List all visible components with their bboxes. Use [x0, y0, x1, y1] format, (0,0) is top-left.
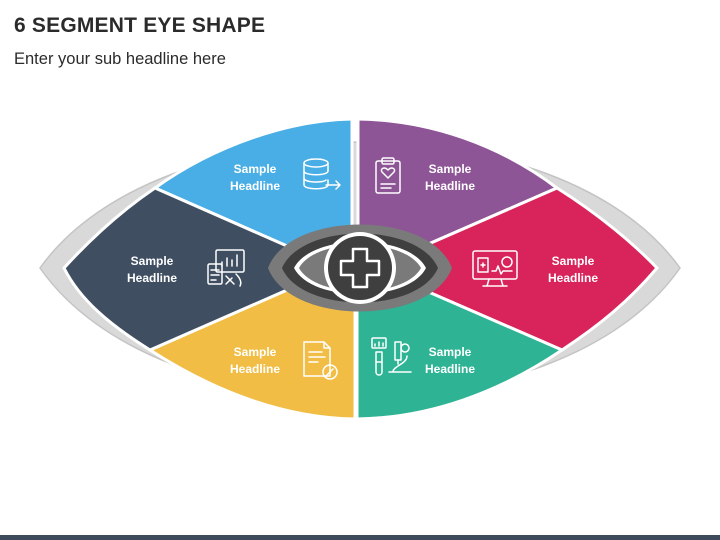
- eye-medical-cross-icon: [339, 247, 381, 289]
- segment-bottom-left-label-line1: Sample: [234, 345, 277, 359]
- segment-left-label-line2: Headline: [127, 271, 177, 285]
- microscope-lab-icon: [371, 337, 412, 376]
- segment-bottom-right-label-line1: Sample: [429, 345, 472, 359]
- bottom-bar: [0, 535, 720, 540]
- monitor-medical-icon: [472, 250, 518, 287]
- segment-bottom-right[interactable]: [355, 288, 566, 421]
- segment-right-label-line1: Sample: [552, 254, 595, 268]
- database-export-icon: [303, 158, 341, 190]
- segment-bottom-left-label-line2: Headline: [230, 362, 280, 376]
- segment-right[interactable]: [422, 186, 660, 352]
- analytics-report-icon: [207, 249, 245, 287]
- center-eye: [268, 224, 452, 312]
- document-edit-icon: [303, 341, 338, 380]
- segment-top-left-label-line1: Sample: [234, 162, 277, 176]
- page-title: 6 SEGMENT EYE SHAPE: [14, 14, 266, 37]
- segment-top-left[interactable]: [151, 117, 354, 248]
- segment-top-left-label-line2: Headline: [230, 179, 280, 193]
- page-subtitle: Enter your sub headline here: [14, 50, 226, 68]
- segment-top-right-label-line1: Sample: [429, 162, 472, 176]
- clipboard-heart-icon: [375, 157, 401, 194]
- segment-bottom-right-label-line2: Headline: [425, 362, 475, 376]
- segment-left[interactable]: [62, 186, 289, 352]
- segment-left-label-line1: Sample: [131, 254, 174, 268]
- segment-top-right-label-line2: Headline: [425, 179, 475, 193]
- segment-right-label-line2: Headline: [548, 271, 598, 285]
